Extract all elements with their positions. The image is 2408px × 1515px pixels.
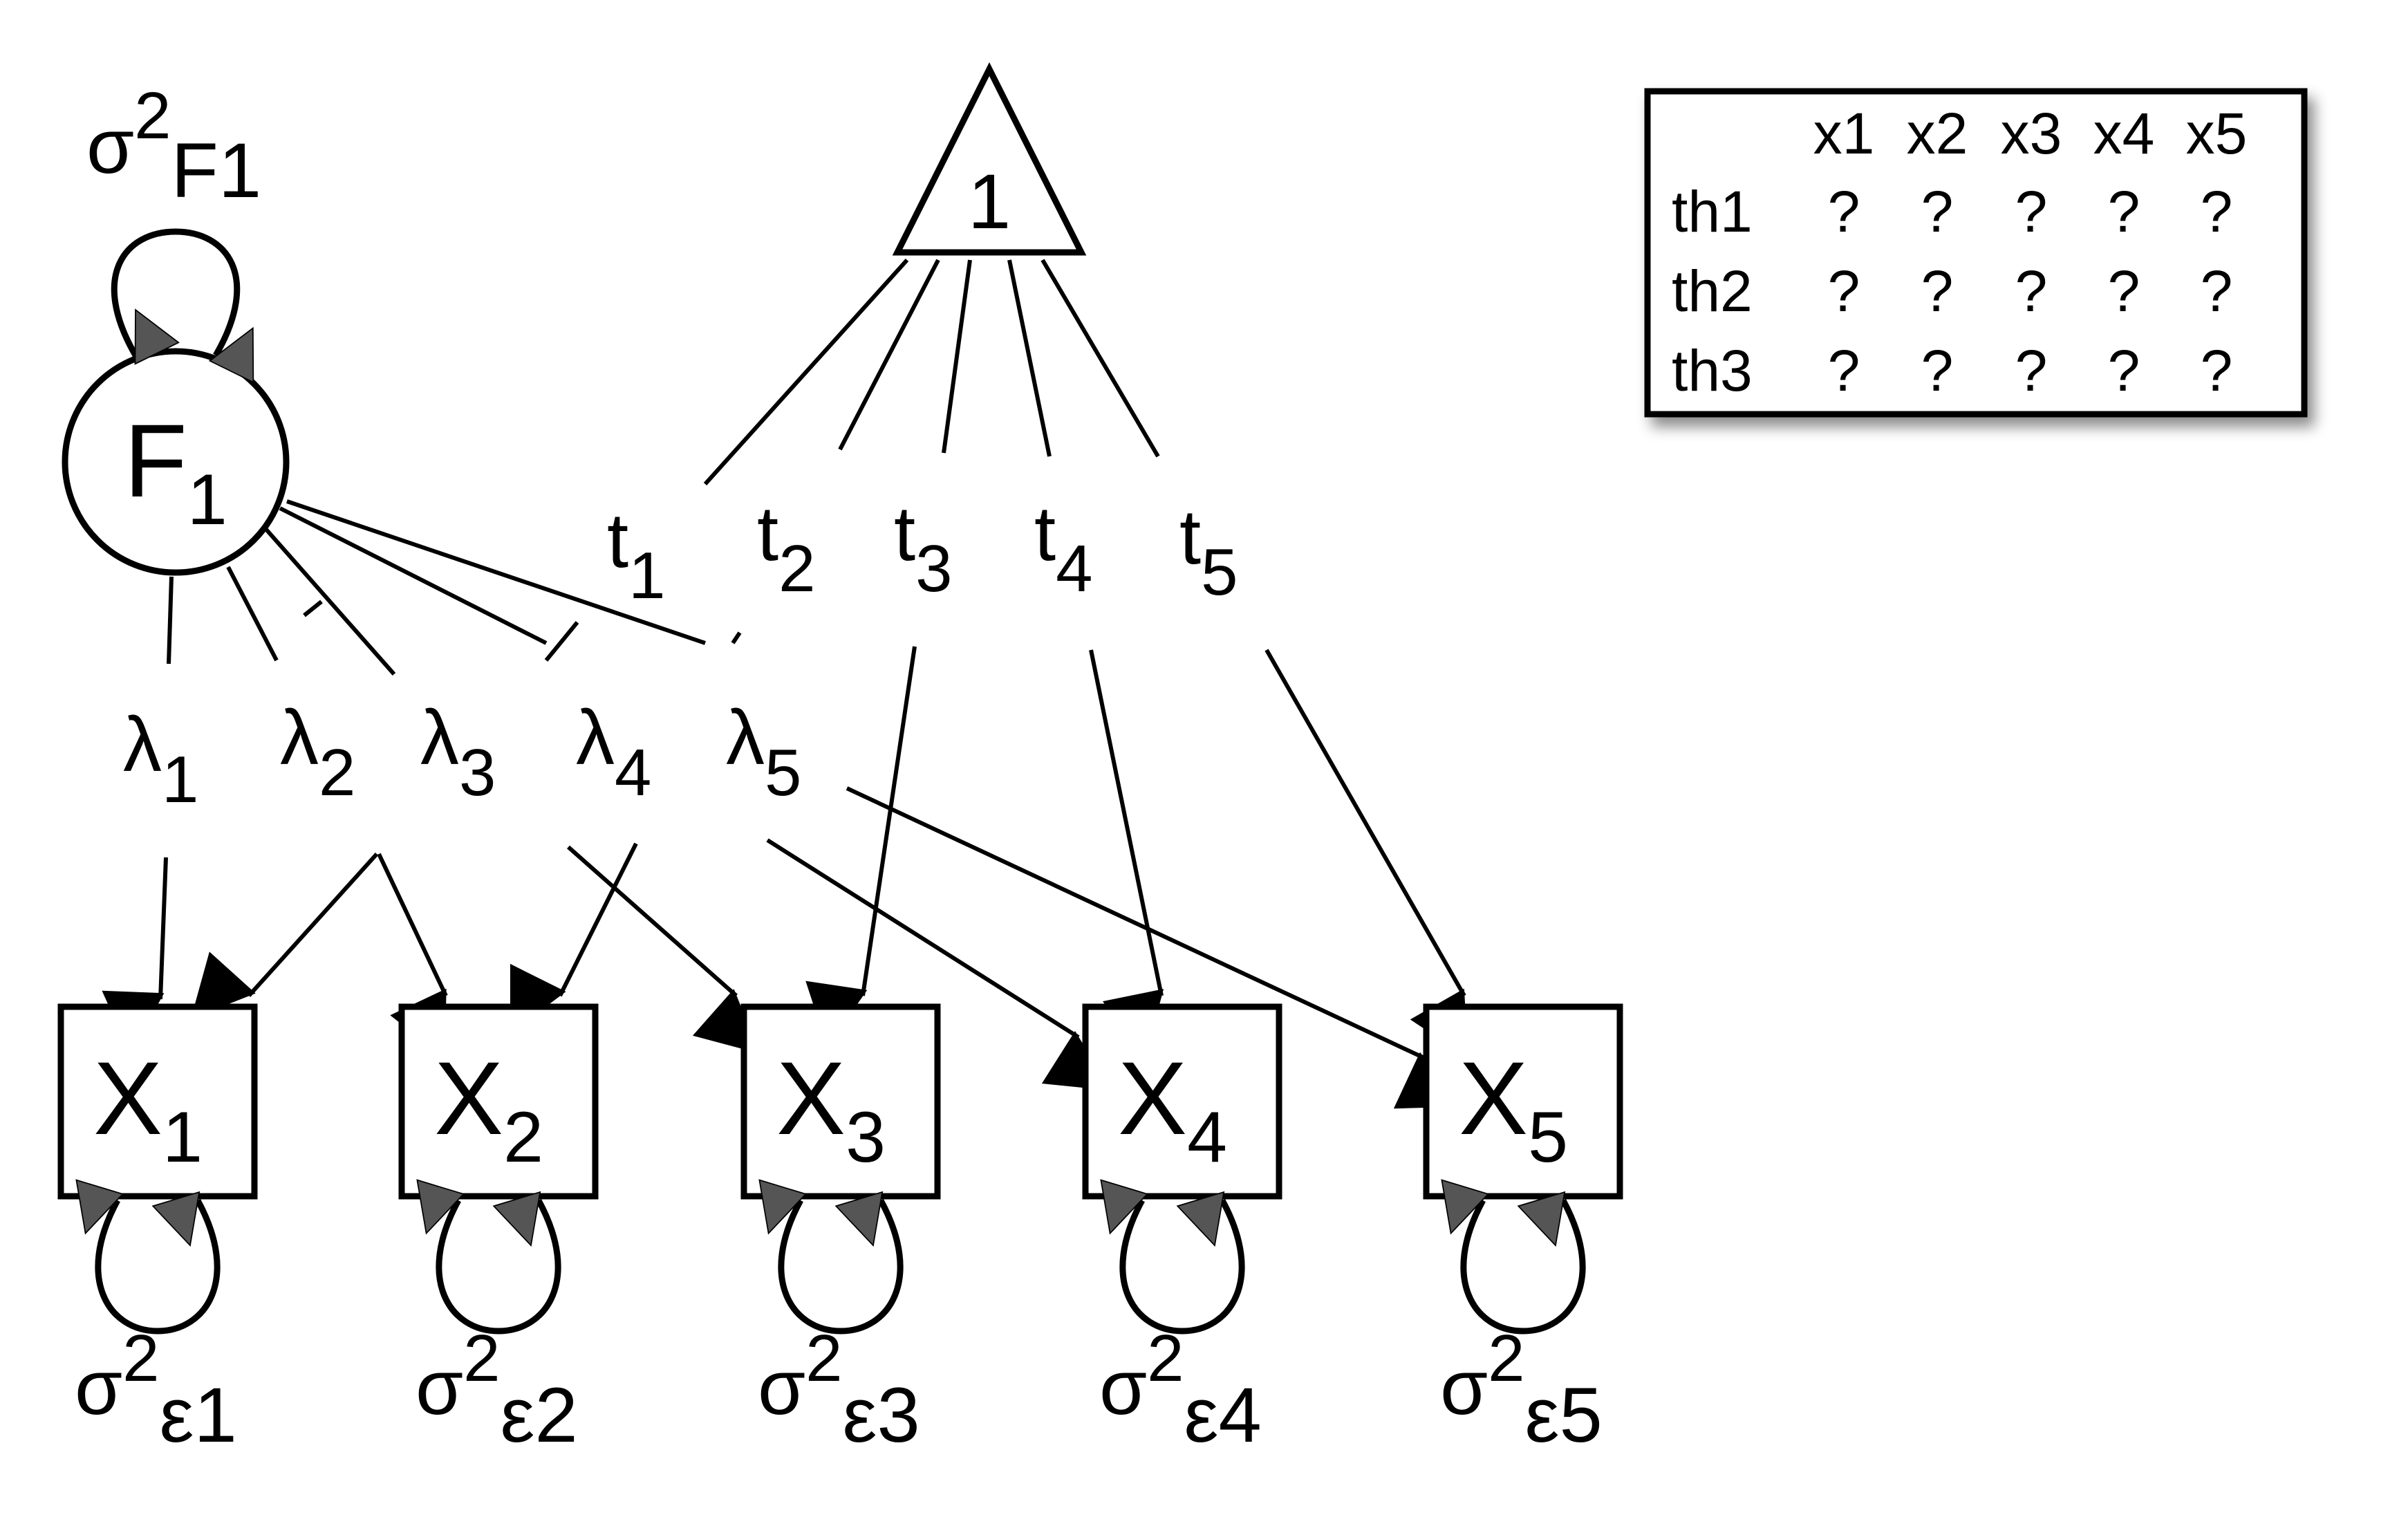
loading-path-4-arrow — [510, 842, 638, 1034]
threshold-cell: ? — [1921, 338, 1954, 403]
observed-x1: X1 — [57, 1003, 258, 1200]
threshold-cell: ? — [2108, 179, 2140, 244]
intercept-label-4: t4 — [1034, 490, 1093, 606]
loading-path-3-arrow — [567, 845, 760, 1054]
error-variance-loop — [1441, 1179, 1586, 1335]
loading-crossing-1 — [303, 600, 323, 617]
intercept-label-3: t3 — [894, 490, 953, 606]
loading-label-4: λ4 — [576, 694, 651, 810]
observed-x5: X5 — [1423, 1003, 1623, 1200]
intercept-label-2: t2 — [757, 490, 816, 606]
threshold-col-header: x5 — [2186, 101, 2248, 166]
threshold-col-header: x4 — [2093, 101, 2155, 166]
svg-text:F1: F1 — [124, 402, 227, 540]
threshold-cell: ? — [2201, 259, 2233, 324]
loading-label-5: λ5 — [726, 694, 801, 810]
intercept-path-5-arrow — [1264, 649, 1468, 1059]
intercept-path-2-mid — [731, 631, 742, 644]
error-variance-loop — [1100, 1179, 1245, 1335]
threshold-cell: ? — [1921, 179, 1954, 244]
threshold-cell: ? — [2015, 338, 2048, 403]
loading-path-1-start — [167, 576, 174, 664]
threshold-cell: ? — [1921, 259, 1954, 324]
factor-subscript: 1 — [187, 460, 227, 540]
loading-path-5-arrow — [846, 786, 1464, 1109]
intercept-path-5-start — [1040, 259, 1160, 458]
factor-label: F — [124, 402, 187, 519]
error-variance-label: σ2ε1 — [75, 1321, 237, 1458]
observed-label: X3 — [776, 1040, 886, 1178]
constant-label: 1 — [968, 158, 1011, 245]
observed-x3: X3 — [740, 1003, 941, 1200]
threshold-cell: ? — [1828, 338, 1860, 403]
observed-x4: X4 — [1082, 1003, 1282, 1200]
loading-path-4-start — [279, 506, 548, 645]
loading-path-3-start — [261, 524, 396, 676]
intercept-path-3-arrow — [805, 646, 917, 1048]
loading-path-1-arrow — [102, 857, 168, 1054]
intercept-label-1: t1 — [607, 497, 666, 613]
threshold-cell: ? — [1828, 179, 1860, 244]
threshold-cell: ? — [2201, 338, 2233, 403]
intercept-path-1-mid — [544, 621, 579, 662]
loading-path-2-arrow-b — [377, 853, 448, 1059]
threshold-col-header: x1 — [1813, 101, 1875, 166]
error-variance-label: σ2ε4 — [1099, 1321, 1262, 1458]
loading-path-2-start — [226, 566, 279, 662]
constant-triangle: 1 — [892, 62, 1087, 256]
threshold-table: x1 x2 x3 x4 x5 th1????? th2????? th3????? — [1644, 88, 2308, 418]
intercept-path-1-start — [703, 258, 909, 486]
observed-label: X2 — [434, 1040, 543, 1178]
threshold-row-name: th2 — [1672, 259, 1753, 324]
error-variance-loop — [758, 1179, 904, 1335]
factor-variance-loop — [111, 228, 254, 384]
threshold-cell: ? — [2108, 338, 2140, 403]
loading-path-2-arrow-a — [191, 852, 379, 1019]
threshold-cell: ? — [2108, 259, 2140, 324]
error-variance-loop — [416, 1179, 561, 1335]
loading-label-3: λ3 — [420, 694, 496, 810]
intercept-path-4-arrow — [1089, 649, 1164, 1057]
path-arrows — [102, 258, 1468, 1109]
observed-x2: X2 — [398, 1003, 599, 1200]
loading-path-5-start — [286, 499, 706, 645]
loading-label-1: λ1 — [123, 701, 198, 817]
factor-variance-label: σ2F1 — [86, 79, 261, 214]
intercept-path-3-start — [942, 259, 972, 454]
observed-label: X4 — [1118, 1040, 1227, 1178]
threshold-col-header: x3 — [2001, 101, 2062, 166]
threshold-cell: ? — [2015, 179, 2048, 244]
error-variance-loop — [75, 1179, 221, 1335]
loading-label-2: λ2 — [280, 694, 355, 810]
threshold-cell: ? — [2015, 259, 2048, 324]
error-variance-label: σ2ε2 — [416, 1321, 578, 1458]
loading-path-4-cont — [766, 838, 1112, 1091]
intercept-path-2-start — [838, 259, 940, 451]
threshold-cell: ? — [2201, 179, 2233, 244]
observed-label: X5 — [1459, 1040, 1568, 1178]
intercept-label-5: t5 — [1179, 494, 1238, 609]
factor-f1: F1 — [62, 348, 290, 576]
error-variance-label: σ2ε3 — [758, 1321, 920, 1458]
error-variance-label: σ2ε5 — [1440, 1321, 1603, 1458]
threshold-row-name: th1 — [1672, 179, 1753, 244]
threshold-cell: ? — [1828, 259, 1860, 324]
loading-labels: λ1 λ2 λ3 λ4 λ5 — [123, 694, 801, 817]
threshold-row-name: th3 — [1672, 338, 1753, 403]
observed-variables: X1 σ2ε1 X2 σ2ε2 X3 σ2ε3 X4 σ2ε4 X5 σ2ε5 — [57, 1003, 1623, 1458]
observed-label: X1 — [93, 1040, 203, 1178]
threshold-col-header: x2 — [1907, 101, 1968, 166]
intercept-path-4-start — [1007, 259, 1052, 457]
intercept-labels: t1 t2 t3 t4 t5 — [607, 490, 1238, 613]
